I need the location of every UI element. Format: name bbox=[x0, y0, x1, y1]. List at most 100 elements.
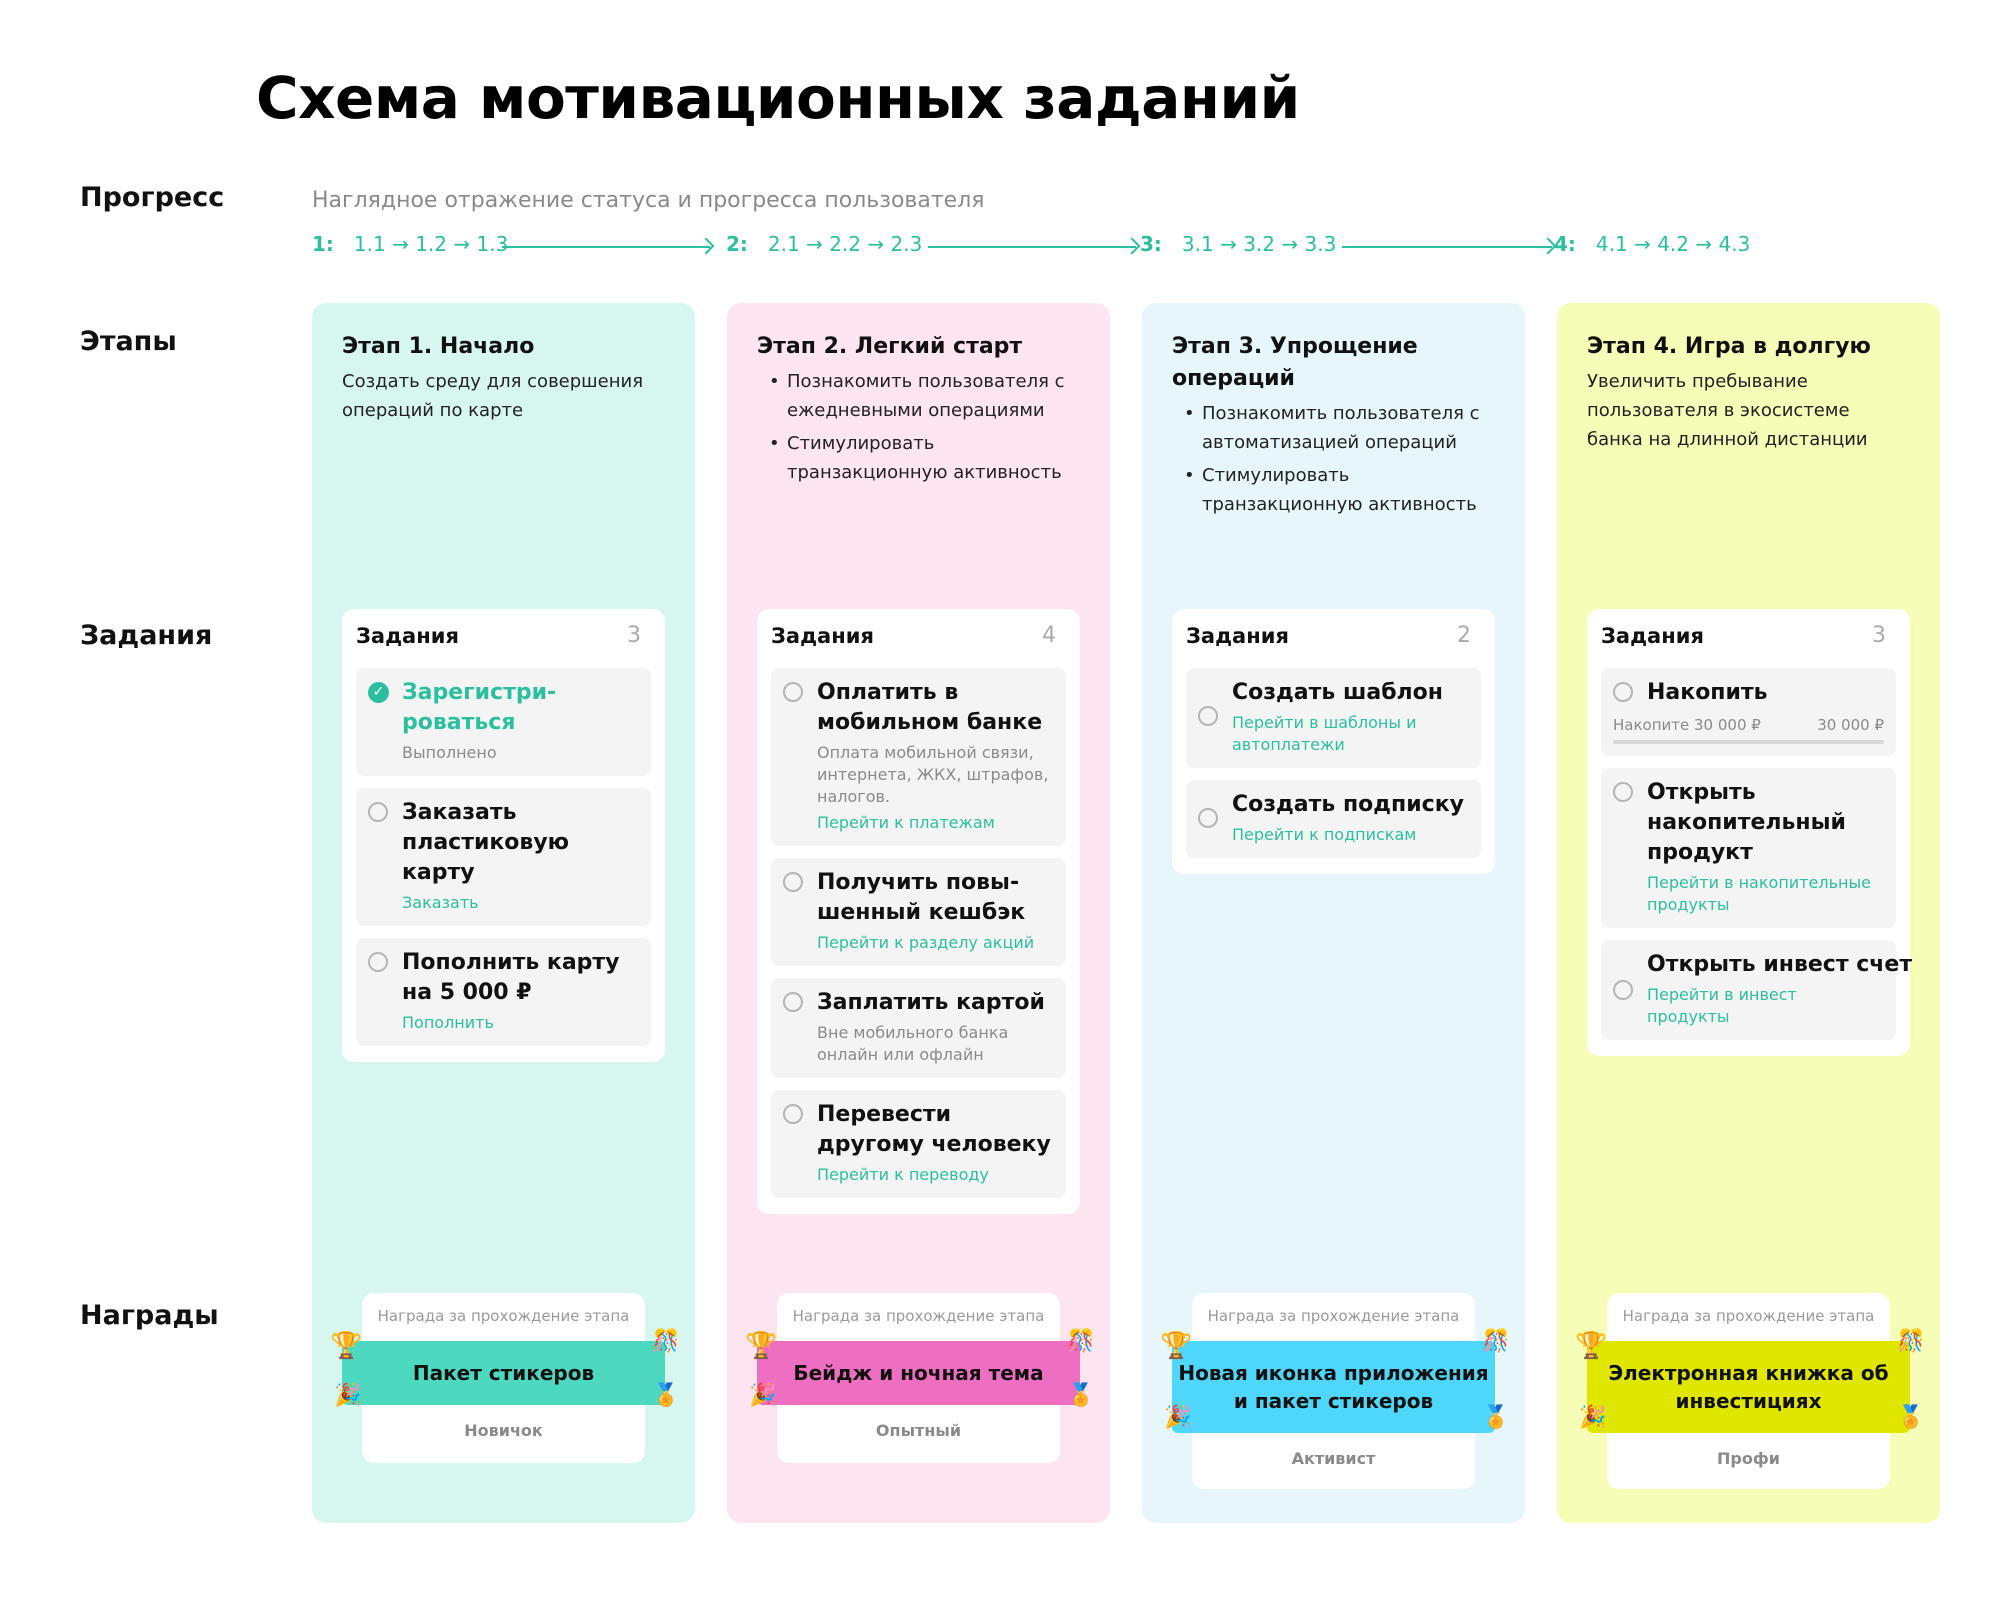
task-item[interactable]: Заказать пластиковую карту Заказать bbox=[356, 788, 651, 926]
progress-stage-number: 3: bbox=[1140, 232, 1162, 256]
reward-level: Опытный bbox=[875, 1421, 962, 1440]
reward-level: Активист bbox=[1291, 1449, 1376, 1468]
task-link[interactable]: Перейти в шаблоны и автоплатежи bbox=[1232, 713, 1417, 754]
stage-bullets: Познакомить пользователя с автоматизацие… bbox=[1172, 399, 1502, 519]
stage-column-1: Этап 1. Начало Создать среду для соверше… bbox=[312, 303, 695, 1523]
progress-arrow bbox=[928, 246, 1136, 248]
progress-steps: 2.1 → 2.2 → 2.3 bbox=[767, 232, 923, 256]
progress-arrow bbox=[502, 246, 710, 248]
reward-caption: Награда за прохождение этапа bbox=[377, 1307, 630, 1325]
tasks-count: 3 bbox=[1872, 623, 1886, 648]
progress-stage-number: 4: bbox=[1554, 232, 1576, 256]
task-link[interactable]: Перейти в инвест продукты bbox=[1647, 985, 1797, 1026]
trophy-icon: 🏆 bbox=[330, 1331, 363, 1361]
stage-bullet: Стимулировать транзакционную активность bbox=[1172, 461, 1502, 519]
confetti-icon: 🎊 bbox=[1067, 1329, 1095, 1354]
radio-circle-icon bbox=[1198, 706, 1218, 726]
radio-circle-icon bbox=[783, 872, 803, 892]
progress-stage-number: 1: bbox=[312, 232, 334, 256]
task-item[interactable]: Перевести другому человеку Перейти к пер… bbox=[771, 1090, 1066, 1198]
reward-ribbon: Электронная книжка об инвестициях bbox=[1587, 1341, 1910, 1433]
reward-caption: Награда за прохождение этапа bbox=[1622, 1307, 1875, 1325]
reward-caption: Награда за прохождение этапа bbox=[1207, 1307, 1460, 1325]
savings-progress-bar bbox=[1613, 740, 1884, 744]
task-name: Накопить bbox=[1647, 680, 1768, 705]
task-link[interactable]: Заказать bbox=[402, 893, 479, 912]
task-link[interactable]: Пополнить bbox=[402, 1013, 494, 1032]
task-name: Перевести другому человеку bbox=[817, 1102, 1051, 1157]
reward-level: Новичок bbox=[464, 1421, 543, 1440]
radio-circle-icon bbox=[1613, 782, 1633, 802]
tasks-card: Задания 3 Накопить Накопите 30 000 ₽ 30 … bbox=[1587, 609, 1913, 1056]
trophy-icon: 🏆 bbox=[1575, 1331, 1608, 1361]
reward-ribbon: Пакет стикеров bbox=[342, 1341, 665, 1405]
task-status: Выполнено bbox=[402, 743, 497, 762]
task-item[interactable]: Оплатить в мобильном банке Оплата мобиль… bbox=[771, 668, 1066, 846]
row-label-tasks: Задания bbox=[80, 620, 213, 651]
task-name: Оплатить в мобильном банке bbox=[817, 680, 1043, 735]
confetti-icon: 🎉 bbox=[749, 1383, 777, 1408]
progress-steps: 3.1 → 3.2 → 3.3 bbox=[1181, 232, 1337, 256]
stage-column-4: Этап 4. Игра в долгую Увеличить пребыван… bbox=[1557, 303, 1940, 1523]
task-item[interactable]: Открыть накопительный продукт Перейти в … bbox=[1601, 768, 1896, 928]
task-item[interactable]: Пополнить карту на 5 000 ₽ Пополнить bbox=[356, 938, 651, 1046]
stage-bullet: Познакомить пользователя с ежедневными о… bbox=[757, 367, 1087, 425]
task-item[interactable]: Заплатить картой Вне мобильного банка он… bbox=[771, 978, 1066, 1078]
progress-steps: 1.1 → 1.2 → 1.3 bbox=[353, 232, 509, 256]
confetti-icon: 🎊 bbox=[652, 1329, 680, 1354]
task-name: Открыть инвест счет bbox=[1647, 952, 1913, 977]
task-item[interactable]: Открыть инвест счет Перейти в инвест про… bbox=[1601, 940, 1913, 1040]
savings-goal-label: Накопите 30 000 ₽ bbox=[1613, 716, 1761, 734]
progress-stage-number: 2: bbox=[726, 232, 748, 256]
task-name: Зарегистри- роваться bbox=[402, 680, 557, 735]
task-description: Вне мобильного банка онлайн или офлайн bbox=[817, 1023, 1009, 1064]
trophy-icon: 🏆 bbox=[745, 1331, 778, 1361]
savings-progress-labels: Накопите 30 000 ₽ 30 000 ₽ bbox=[1613, 716, 1884, 734]
stage-column-3: Этап 3. Упрощение операций Познакомить п… bbox=[1142, 303, 1525, 1523]
radio-circle-icon bbox=[783, 682, 803, 702]
task-item[interactable]: Получить повы- шенный кешбэк Перейти к р… bbox=[771, 858, 1066, 966]
confetti-icon: 🎉 bbox=[1164, 1405, 1192, 1430]
tasks-count: 2 bbox=[1457, 623, 1471, 648]
savings-goal-amount: 30 000 ₽ bbox=[1817, 716, 1884, 734]
stage-title: Этап 1. Начало bbox=[342, 334, 535, 359]
stage-title: Этап 4. Игра в долгую bbox=[1587, 334, 1871, 359]
confetti-icon: 🎉 bbox=[334, 1383, 362, 1408]
task-link[interactable]: Перейти к разделу акций bbox=[817, 933, 1035, 952]
medal-icon: 🏅 bbox=[1897, 1405, 1925, 1430]
stage-title: Этап 2. Легкий старт bbox=[757, 334, 1023, 359]
check-icon: ✓ bbox=[368, 682, 389, 703]
tasks-card: Задания 2 Создать шаблон Перейти в шабло… bbox=[1172, 609, 1495, 874]
task-description: Оплата мобильной связи, интернета, ЖКХ, … bbox=[817, 743, 1049, 806]
confetti-icon: 🎊 bbox=[1482, 1329, 1510, 1354]
radio-circle-icon bbox=[1613, 980, 1633, 1000]
tasks-card: Задания 3 ✓ Зарегистри- роваться Выполне… bbox=[342, 609, 665, 1062]
row-label-stages: Этапы bbox=[80, 326, 177, 357]
task-item[interactable]: Создать подписку Перейти к подпискам bbox=[1186, 780, 1481, 858]
task-item[interactable]: Накопить Накопите 30 000 ₽ 30 000 ₽ bbox=[1601, 668, 1896, 756]
task-name: Открыть накопительный продукт bbox=[1647, 780, 1846, 865]
radio-circle-icon bbox=[783, 992, 803, 1012]
stage-bullet: Познакомить пользователя с автоматизацие… bbox=[1172, 399, 1502, 457]
task-item[interactable]: ✓ Зарегистри- роваться Выполнено bbox=[356, 668, 651, 776]
stage-header: Этап 3. Упрощение операций Познакомить п… bbox=[1172, 331, 1502, 523]
task-name: Создать подписку bbox=[1232, 792, 1464, 817]
progress-segment: 2: 2.1 → 2.2 → 2.3 bbox=[726, 232, 922, 256]
reward-ribbon: Новая иконка приложения и пакет стикеров bbox=[1172, 1341, 1495, 1433]
task-link[interactable]: Перейти к подпискам bbox=[1232, 825, 1417, 844]
row-label-rewards: Награды bbox=[80, 1300, 219, 1331]
radio-circle-icon bbox=[368, 802, 388, 822]
progress-segment: 3: 3.1 → 3.2 → 3.3 bbox=[1140, 232, 1336, 256]
stage-description: Увеличить пребывание пользователя в экос… bbox=[1587, 371, 1868, 450]
task-link[interactable]: Перейти к платежам bbox=[817, 813, 995, 832]
tasks-card-title: Задания bbox=[1186, 623, 1289, 648]
stage-bullets: Познакомить пользователя с ежедневными о… bbox=[757, 367, 1087, 487]
radio-circle-icon bbox=[783, 1104, 803, 1124]
reward-caption: Награда за прохождение этапа bbox=[792, 1307, 1045, 1325]
tasks-count: 4 bbox=[1042, 623, 1056, 648]
task-item[interactable]: Создать шаблон Перейти в шаблоны и автоп… bbox=[1186, 668, 1481, 768]
task-link[interactable]: Перейти к переводу bbox=[817, 1165, 989, 1184]
task-link[interactable]: Перейти в накопительные продукты bbox=[1647, 873, 1871, 914]
radio-circle-icon bbox=[368, 952, 388, 972]
stage-bullet: Стимулировать транзакционную активность bbox=[757, 429, 1087, 487]
